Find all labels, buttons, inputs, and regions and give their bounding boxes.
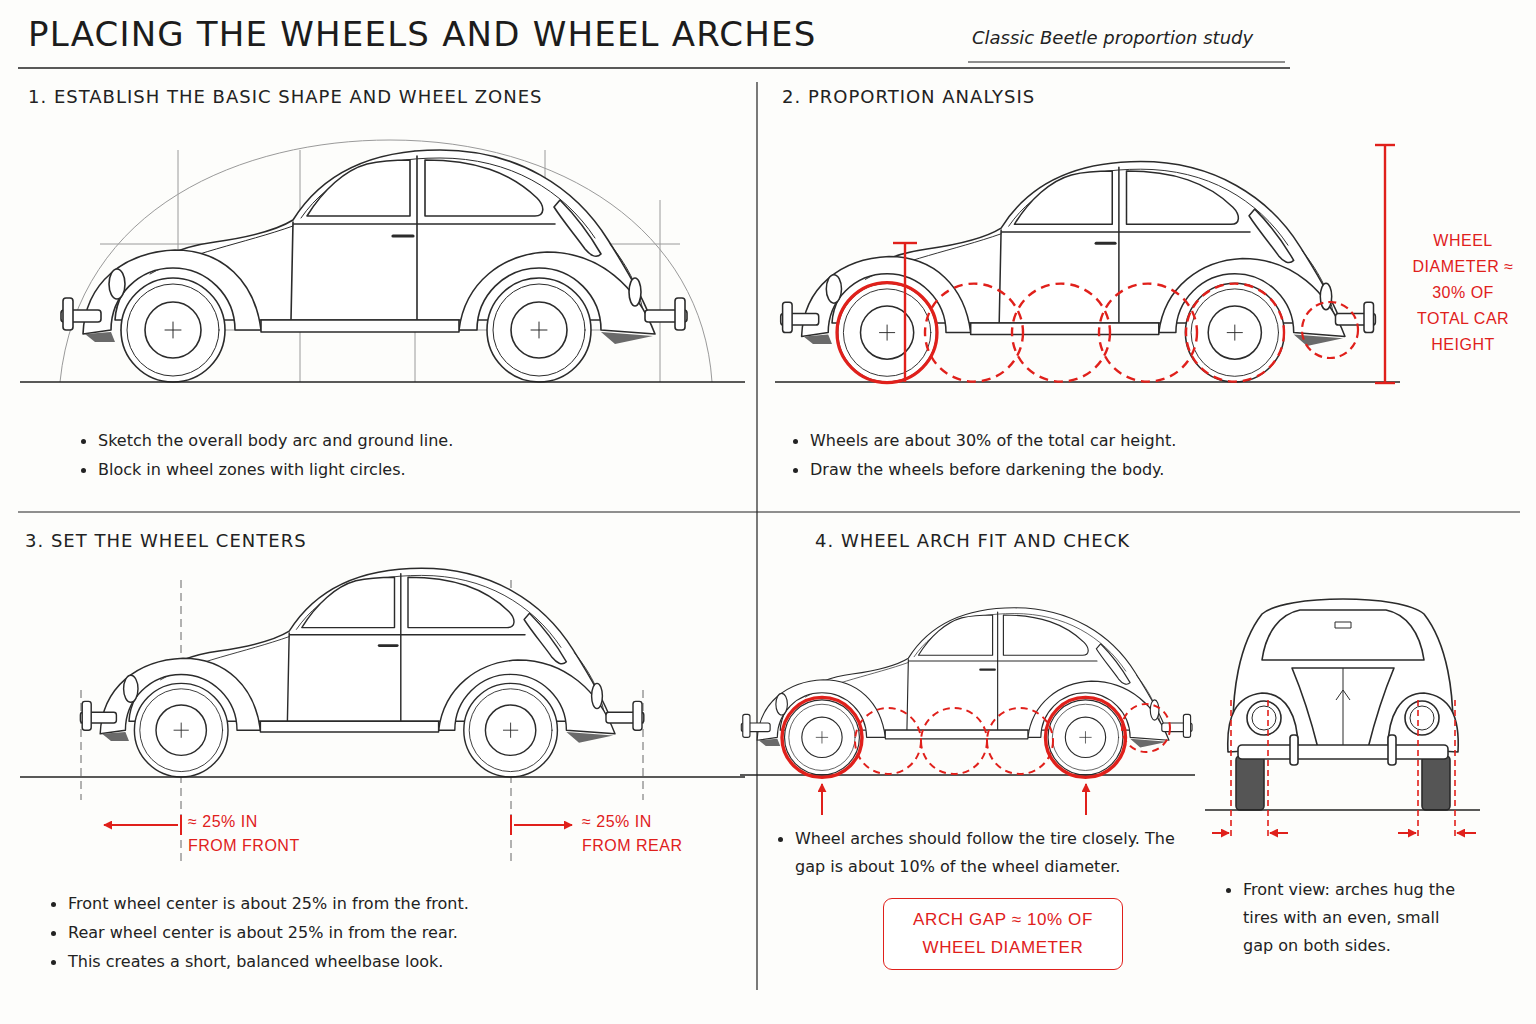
wheel-zone-circles [837,283,1358,383]
car-side-view [61,150,687,382]
callout-text: ARCH GAP ≈ 10% OF WHEEL DIAMETER [903,906,1103,962]
bullet-dot [1226,888,1231,893]
bullet-dot [51,902,56,907]
pointer-arrows [822,784,1086,815]
ground-line [20,381,745,383]
bullet-text: Draw the wheels before darkening the bod… [810,456,1164,484]
ground-line [775,381,1400,383]
panel-heading: 1. ESTABLISH THE BASIC SHAPE AND WHEEL Z… [28,86,542,107]
panel: 2. PROPORTION ANALYSIS Wheels are about 3… [757,72,1536,512]
subtitle: Classic Beetle proportion study [972,27,1253,48]
bullet-dot [51,960,56,965]
bullet-text: Front wheel center is about 25% in from … [68,890,469,918]
car-side-view [80,568,643,777]
callout-box: ARCH GAP ≈ 10% OF WHEEL DIAMETER [883,898,1123,970]
measure-arrows [104,815,572,835]
bullet-text: Wheels are about 30% of the total car he… [810,427,1176,455]
dimension-bars [893,145,1395,383]
gap-guides [1231,700,1455,840]
panel: 4. WHEEL ARCH FIT AND CHECK Wheel arches … [757,512,1536,1002]
car-side-view [781,162,1376,382]
construction-lines [60,140,712,382]
page-title: PLACING THE WHEELS AND WHEEL ARCHES [28,14,817,54]
bullet-text: This creates a short, balanced wheelbase… [68,948,443,976]
arch-check-circles [782,697,1170,777]
panel: 1. ESTABLISH THE BASIC SHAPE AND WHEEL Z… [0,72,757,512]
bullet-text: Rear wheel center is about 25% in from t… [68,919,458,947]
page-rules [18,62,1520,990]
gap-arrows [1212,832,1476,834]
bullet-text: Block in wheel zones with light circles. [98,456,406,484]
bullet-dot [51,931,56,936]
panel-heading: 4. WHEEL ARCH FIT AND CHECK [815,530,1130,551]
bullet-dot [793,439,798,444]
bullet-text: Wheel arches should follow the tire clos… [795,825,1195,881]
bullet-text: Sketch the overall body arc and ground l… [98,427,453,455]
panel-heading: 3. SET THE WHEEL CENTERS [25,530,307,551]
bullet-dot [793,468,798,473]
bullet-dot [778,837,783,842]
dimension-label: WHEEL DIAMETER ≈ 30% OF TOTAL CAR HEIGHT [1408,228,1518,358]
panel: 3. SET THE WHEEL CENTERS Front wheel cent… [0,512,757,1002]
dimension-label: ≈ 25% IN FROM REAR [582,810,702,858]
dimension-label: ≈ 25% IN FROM FRONT [188,810,308,858]
ground-line [1205,809,1480,811]
bullet-dot [81,439,86,444]
car-front-view [1228,599,1458,810]
bullet-dot [81,468,86,473]
ground-line [20,776,745,778]
panel-heading: 2. PROPORTION ANALYSIS [782,86,1035,107]
bullet-text: Front view: arches hug the tires with an… [1243,876,1465,960]
